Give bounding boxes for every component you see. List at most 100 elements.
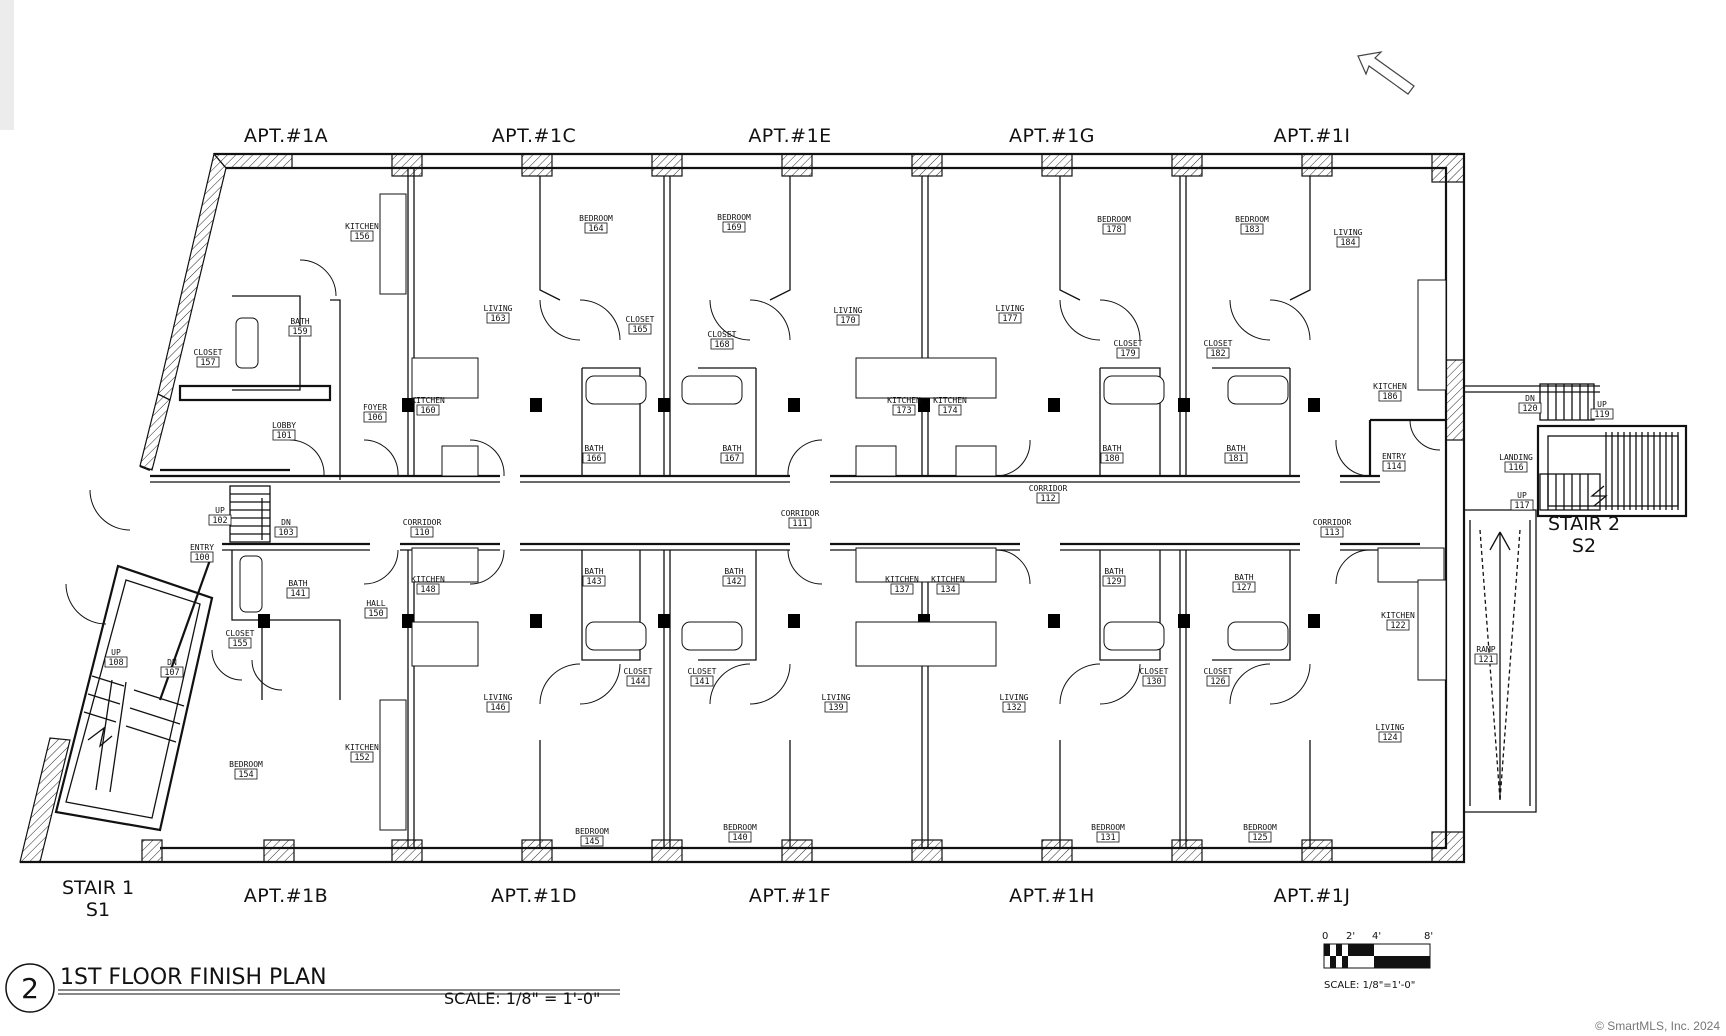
drawing-title: 1ST FLOOR FINISH PLAN [60, 965, 327, 990]
interior-walls-top [160, 168, 1446, 480]
room-name: LIVING [996, 304, 1025, 313]
room-number: 155 [232, 639, 247, 649]
apt-label-1i: APT.#1I [1274, 125, 1351, 147]
room-name: ENTRY [190, 543, 214, 552]
room-name: BATH [290, 317, 309, 326]
room-number: 173 [896, 406, 911, 416]
room-number: 159 [292, 327, 307, 337]
room-name: HALL [366, 599, 385, 608]
room-number-box [1116, 347, 1140, 359]
north-arrow-icon [1357, 51, 1415, 95]
apt-label-1j: APT.#1J [1274, 885, 1351, 907]
stair-1-code: S1 [86, 899, 110, 921]
room-number-box [710, 338, 734, 350]
doors [65, 259, 1441, 705]
stair-2-label: STAIR 2 [1548, 513, 1620, 535]
room-number-box [190, 551, 214, 563]
room-name: DN [167, 658, 177, 667]
room-number-box [582, 452, 606, 464]
room-number: 157 [200, 358, 215, 368]
room-name: DN [1525, 394, 1535, 403]
room-name: KITCHEN [933, 396, 967, 405]
room-number-box [1336, 236, 1360, 248]
room-name: KITCHEN [1373, 382, 1407, 391]
exterior-walls [19, 152, 1466, 864]
scale-tick-2: 2' [1346, 931, 1355, 942]
drawing-number: 2 [21, 972, 39, 1005]
room-name: CLOSET [1204, 339, 1233, 348]
room-number-box [1510, 499, 1534, 511]
room-number-box [486, 312, 510, 324]
room-number: 160 [420, 406, 435, 416]
room-number: 137 [894, 585, 909, 595]
room-number: 142 [726, 577, 741, 587]
room-name: BEDROOM [1243, 823, 1277, 832]
room-name: KITCHEN [885, 575, 919, 584]
apt-label-1g: APT.#1G [1009, 125, 1095, 147]
room-number: 130 [1146, 677, 1161, 687]
room-number-box [836, 314, 860, 326]
structural-columns [258, 398, 1320, 628]
room-number-box [1100, 452, 1124, 464]
watermark-text: © SmartMLS, Inc. 2024 [1595, 1019, 1720, 1033]
room-name: BEDROOM [1235, 215, 1269, 224]
room-number: 125 [1252, 833, 1267, 843]
room-name: LIVING [834, 306, 863, 315]
room-number: 144 [630, 677, 645, 687]
room-number-box [1386, 619, 1410, 631]
room-number-box [728, 831, 752, 843]
room-name: CORRIDOR [403, 518, 442, 527]
room-name: BATH [1234, 573, 1253, 582]
room-name: KITCHEN [345, 743, 379, 752]
room-number-box [998, 312, 1022, 324]
room-number-box [274, 526, 298, 538]
room-number: 116 [1508, 463, 1523, 473]
room-tags: KITCHEN156BATH159CLOSET157LOBBY101FOYER1… [104, 213, 1614, 847]
room-number-box [208, 514, 232, 526]
room-name: UP [111, 648, 121, 657]
room-name: DN [281, 518, 291, 527]
room-name: BATH [1226, 444, 1245, 453]
drawing-number-circle [5, 963, 55, 1013]
room-number-box [1206, 347, 1230, 359]
stair-up-down-drawing [229, 485, 271, 543]
room-number: 100 [194, 553, 209, 563]
room-number-box [890, 583, 914, 595]
room-number: 110 [414, 528, 429, 538]
room-number: 140 [732, 833, 747, 843]
room-name: ENTRY [1382, 452, 1406, 461]
room-number-box [1036, 492, 1060, 504]
room-number: 181 [1228, 454, 1243, 464]
room-name: CLOSET [1140, 667, 1169, 676]
room-number-box [1518, 402, 1542, 414]
room-number: 186 [1382, 392, 1397, 402]
room-number-box [1378, 731, 1402, 743]
room-name: LIVING [484, 304, 513, 313]
room-name: CLOSET [1114, 339, 1143, 348]
room-name: CLOSET [194, 348, 223, 357]
room-number-box [580, 835, 604, 847]
room-number: 182 [1210, 349, 1225, 359]
